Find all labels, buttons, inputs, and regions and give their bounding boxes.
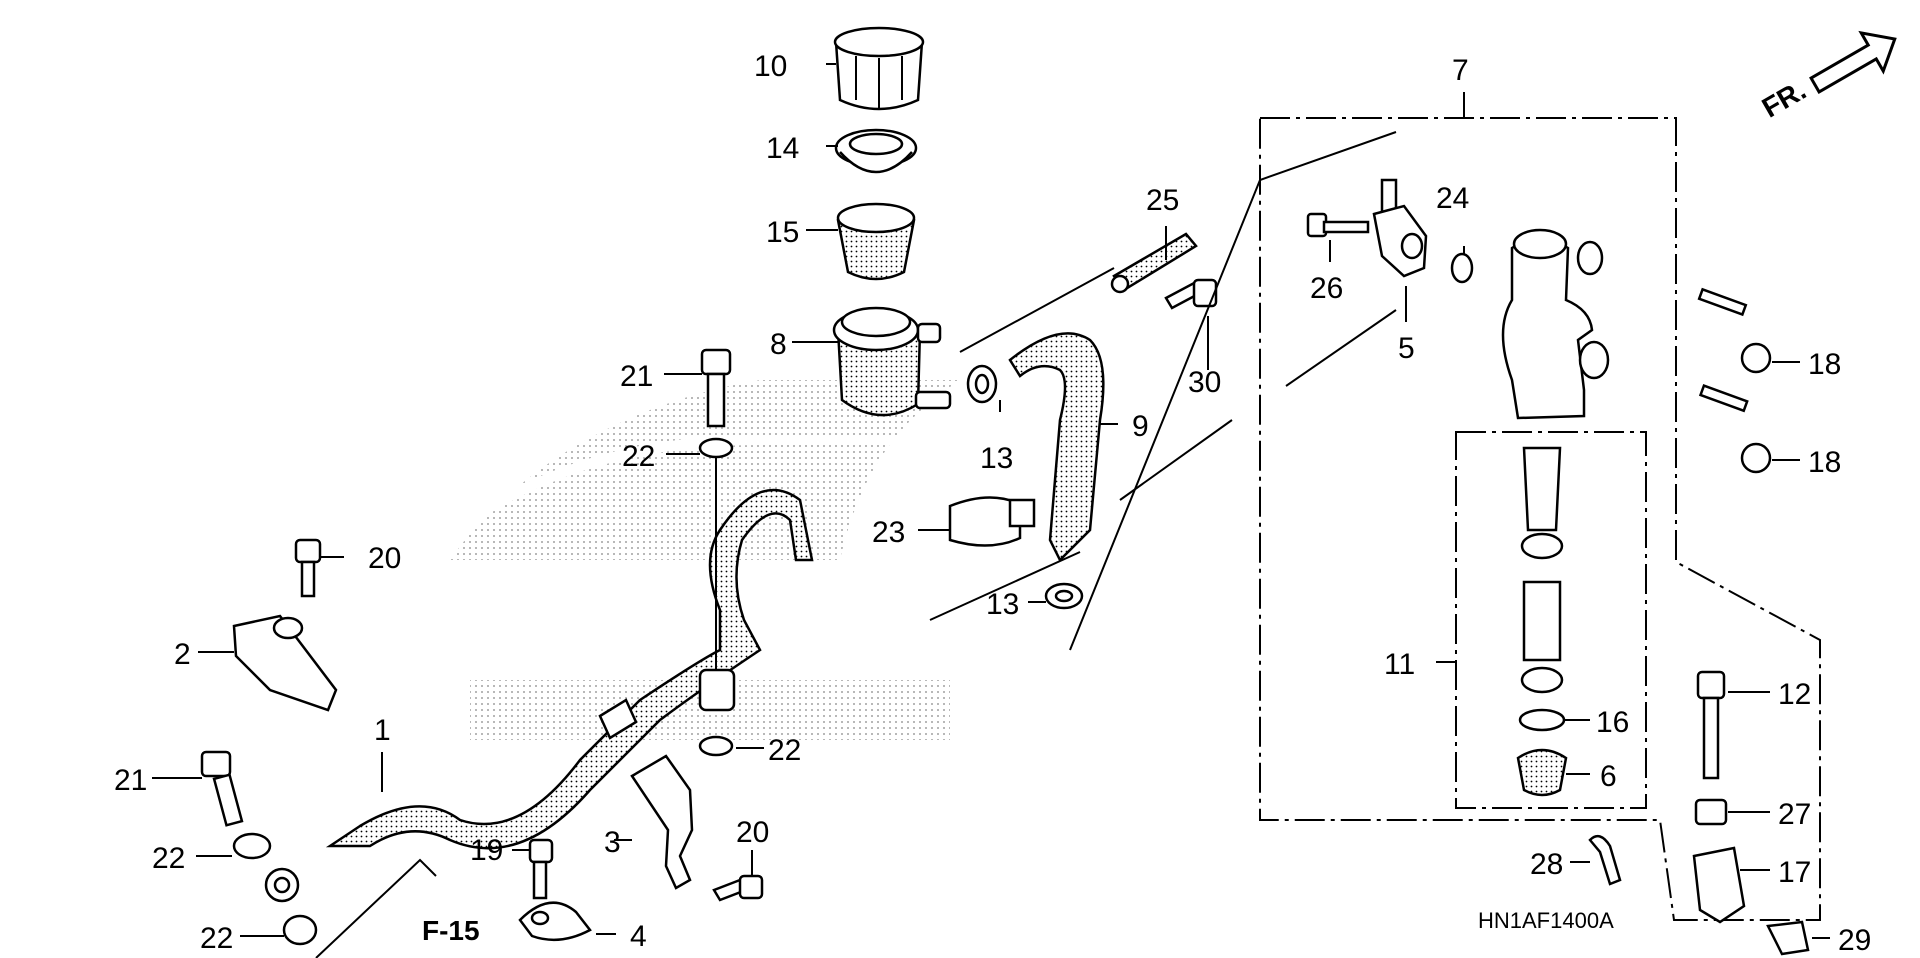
- callout-22: 22: [622, 440, 655, 473]
- hose-guide: [630, 754, 694, 890]
- callout-20: 20: [368, 542, 401, 575]
- callout-21: 21: [620, 360, 653, 393]
- callout-9: 9: [1132, 410, 1149, 443]
- watermark-logo: [450, 380, 960, 740]
- cotter-pin: [1588, 834, 1622, 886]
- reference-label: F-15: [422, 915, 480, 946]
- piston: [1522, 580, 1562, 662]
- callout-22-left: 22: [152, 842, 185, 875]
- joint-pin: [1766, 920, 1810, 956]
- hose-clamp: [948, 496, 1036, 547]
- bolt-stay: [294, 538, 322, 598]
- callout-25: 25: [1146, 184, 1179, 217]
- callout-18: 18: [1808, 348, 1841, 381]
- callout-13: 13: [980, 442, 1013, 475]
- hose-clip: [966, 364, 998, 404]
- hose-clip-lower: [1044, 582, 1084, 610]
- reservoir-cap: [833, 26, 925, 111]
- callout-17: 17: [1778, 856, 1811, 889]
- bolt-18b: [1698, 384, 1772, 474]
- hose-fitting: [598, 698, 638, 740]
- washer-left-a: [232, 832, 272, 860]
- callout-1: 1: [374, 714, 391, 747]
- banjo-fitting: [264, 867, 300, 903]
- callout-12: 12: [1778, 678, 1811, 711]
- assembly-frame: [1259, 117, 1821, 921]
- diaphragm: [836, 202, 916, 281]
- master-cylinder: [1501, 228, 1610, 420]
- hose-clamp-lower: [518, 901, 592, 942]
- reservoir-hose: [1008, 332, 1105, 563]
- callout-28: 28: [1530, 848, 1563, 881]
- push-rod-joint: [1692, 846, 1746, 924]
- bolt: [1164, 278, 1218, 310]
- spring-seat: [1520, 532, 1564, 560]
- callout-22-bottom: 22: [200, 922, 233, 955]
- callout-29: 29: [1838, 924, 1871, 957]
- callout-26: 26: [1310, 272, 1343, 305]
- boot: [1516, 748, 1568, 797]
- callout-19: 19: [470, 834, 503, 867]
- drawing-code: HN1AF1400A: [1478, 908, 1614, 933]
- cup: [1520, 666, 1564, 694]
- front-direction-label: FR.: [1757, 74, 1812, 123]
- washer-left-b: [282, 914, 318, 946]
- spring: [1522, 446, 1562, 532]
- callout-3: 3: [604, 826, 621, 859]
- leader-lines: [152, 63, 1830, 958]
- circlip: [1518, 708, 1566, 732]
- lock-nut: [1694, 798, 1728, 826]
- callout-6: 6: [1600, 760, 1617, 793]
- bolt-left: [200, 750, 244, 827]
- callout-16: 16: [1596, 706, 1629, 739]
- callout-23: 23: [872, 516, 905, 549]
- hose-stay: [232, 614, 338, 712]
- cap-plate: [834, 128, 918, 174]
- reservoir-stay: [1110, 232, 1198, 294]
- callout-2: 2: [174, 638, 191, 671]
- callout-24: 24: [1436, 182, 1469, 215]
- o-ring: [1450, 252, 1474, 284]
- bolt-guide: [712, 874, 764, 902]
- callout-18-lower: 18: [1808, 446, 1841, 479]
- front-direction-arrow: [1809, 30, 1897, 94]
- callout-14: 14: [766, 132, 799, 165]
- callout-15: 15: [766, 216, 799, 249]
- bolt-clamp: [528, 838, 554, 900]
- callout-5: 5: [1398, 332, 1415, 365]
- bolt-upper: [700, 348, 732, 428]
- reservoir: [832, 306, 952, 417]
- callout-20-lower: 20: [736, 816, 769, 849]
- joint: [1372, 178, 1428, 278]
- callout-13-lower: 13: [986, 588, 1019, 621]
- screw: [1306, 212, 1370, 238]
- subassembly-frame: [1455, 431, 1647, 809]
- push-rod: [1696, 670, 1726, 780]
- callout-27: 27: [1778, 798, 1811, 831]
- callout-11: 11: [1384, 648, 1415, 681]
- bolt-18a: [1697, 287, 1772, 374]
- sealing-washer-lower: [698, 735, 734, 757]
- callout-8: 8: [770, 328, 787, 361]
- callout-22-lower: 22: [768, 734, 801, 767]
- sealing-washer: [698, 437, 734, 459]
- callout-10: 10: [754, 50, 787, 83]
- callout-7: 7: [1452, 54, 1469, 87]
- callout-30: 30: [1188, 366, 1221, 399]
- callout-21-left: 21: [114, 764, 147, 797]
- banjo-upper: [698, 668, 736, 712]
- callout-4: 4: [630, 920, 647, 953]
